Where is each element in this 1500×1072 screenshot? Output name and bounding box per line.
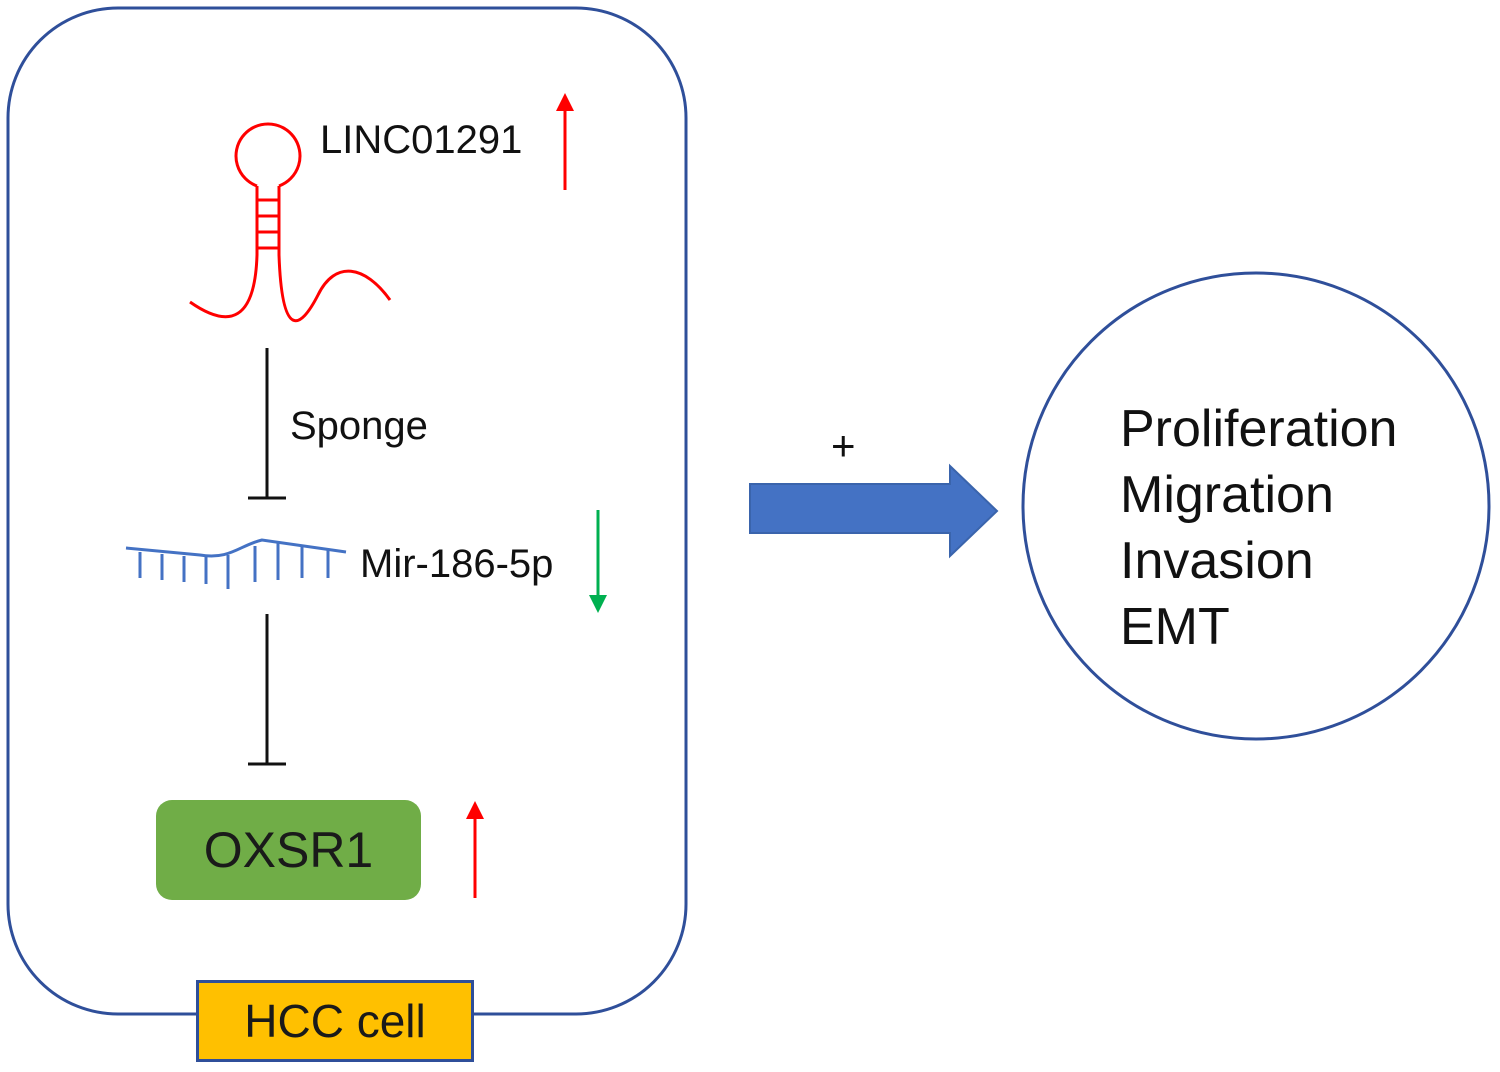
outcome-item: EMT [1120, 598, 1230, 656]
outcome-item: Proliferation [1120, 400, 1398, 458]
lncrna-label: LINC01291 [320, 118, 523, 162]
mirna-label: Mir-186-5p [360, 542, 554, 586]
hcc-cell-tag: HCC cell [196, 980, 474, 1062]
outcome-list: Proliferation Migration Invasion EMT [1120, 396, 1397, 660]
outcome-item: Invasion [1120, 532, 1314, 590]
sponge-label: Sponge [290, 404, 428, 448]
outcome-circle [1021, 271, 1491, 741]
oxsr1-label: OXSR1 [203, 822, 374, 878]
hcc-cell-label: HCC cell [244, 995, 426, 1047]
promotion-sign: + [831, 422, 856, 469]
lncrna-hairpin-icon [189, 122, 392, 323]
mirna-inhibition-icon [248, 614, 286, 766]
oxsr1-node: OXSR1 [156, 800, 421, 900]
mirna-strand-icon [125, 538, 347, 589]
promotion-arrow-icon [749, 463, 999, 559]
outcome-item: Migration [1120, 466, 1334, 524]
sponge-inhibition-icon [248, 348, 286, 500]
